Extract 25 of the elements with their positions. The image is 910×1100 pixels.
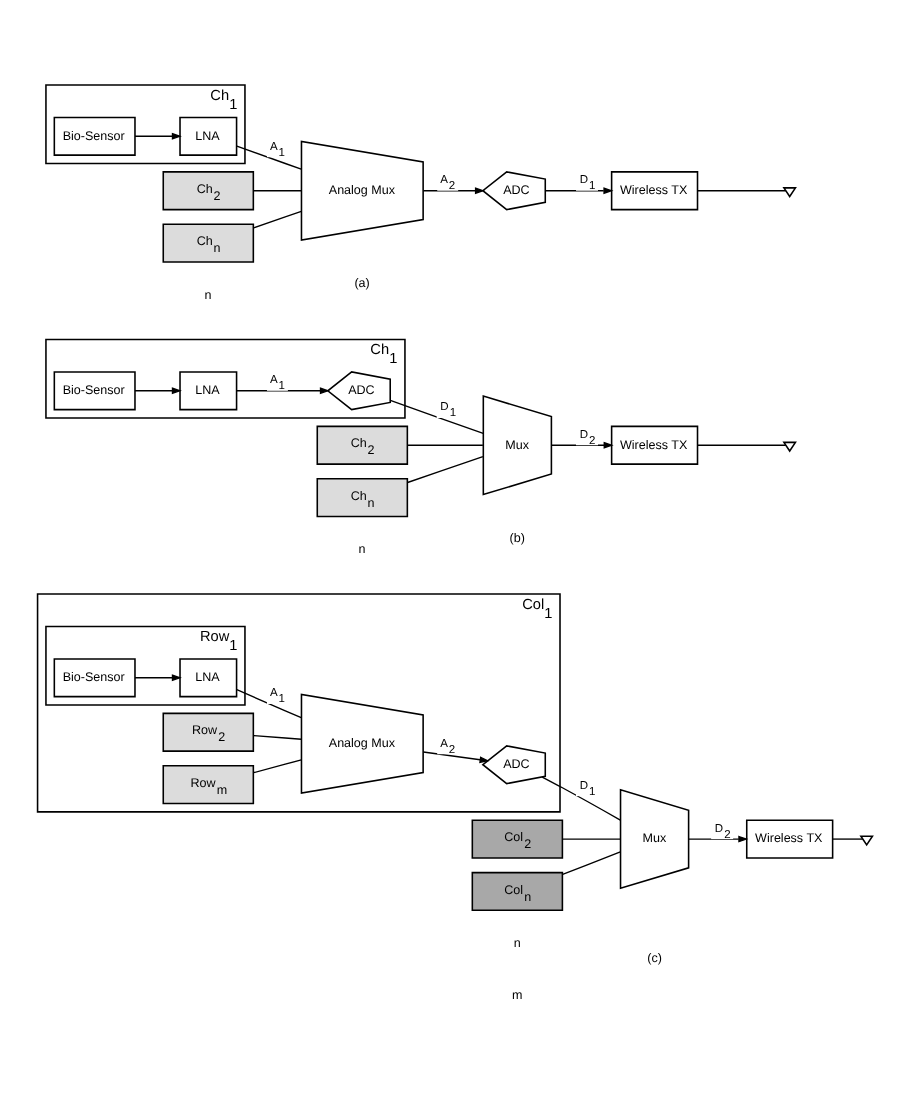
connector <box>697 190 787 192</box>
arrow <box>236 387 330 395</box>
connector <box>697 444 787 446</box>
arrow <box>134 132 182 140</box>
node-antenna <box>782 187 797 198</box>
connector <box>832 838 864 840</box>
arrow <box>134 387 182 395</box>
connector <box>236 689 302 719</box>
connector <box>406 444 484 446</box>
arrow <box>544 187 614 195</box>
node-antenna <box>859 835 874 847</box>
node-antenna <box>782 441 797 453</box>
connector <box>253 734 302 740</box>
connector <box>253 190 302 192</box>
arrow <box>422 751 490 764</box>
connector <box>253 210 302 229</box>
connector <box>561 851 621 875</box>
connector <box>253 759 302 774</box>
connector <box>406 456 484 484</box>
connector <box>236 145 302 170</box>
arrow <box>134 674 182 682</box>
arrow <box>550 441 614 449</box>
connector <box>561 838 621 840</box>
arrow <box>422 187 485 195</box>
arrow <box>688 835 749 843</box>
